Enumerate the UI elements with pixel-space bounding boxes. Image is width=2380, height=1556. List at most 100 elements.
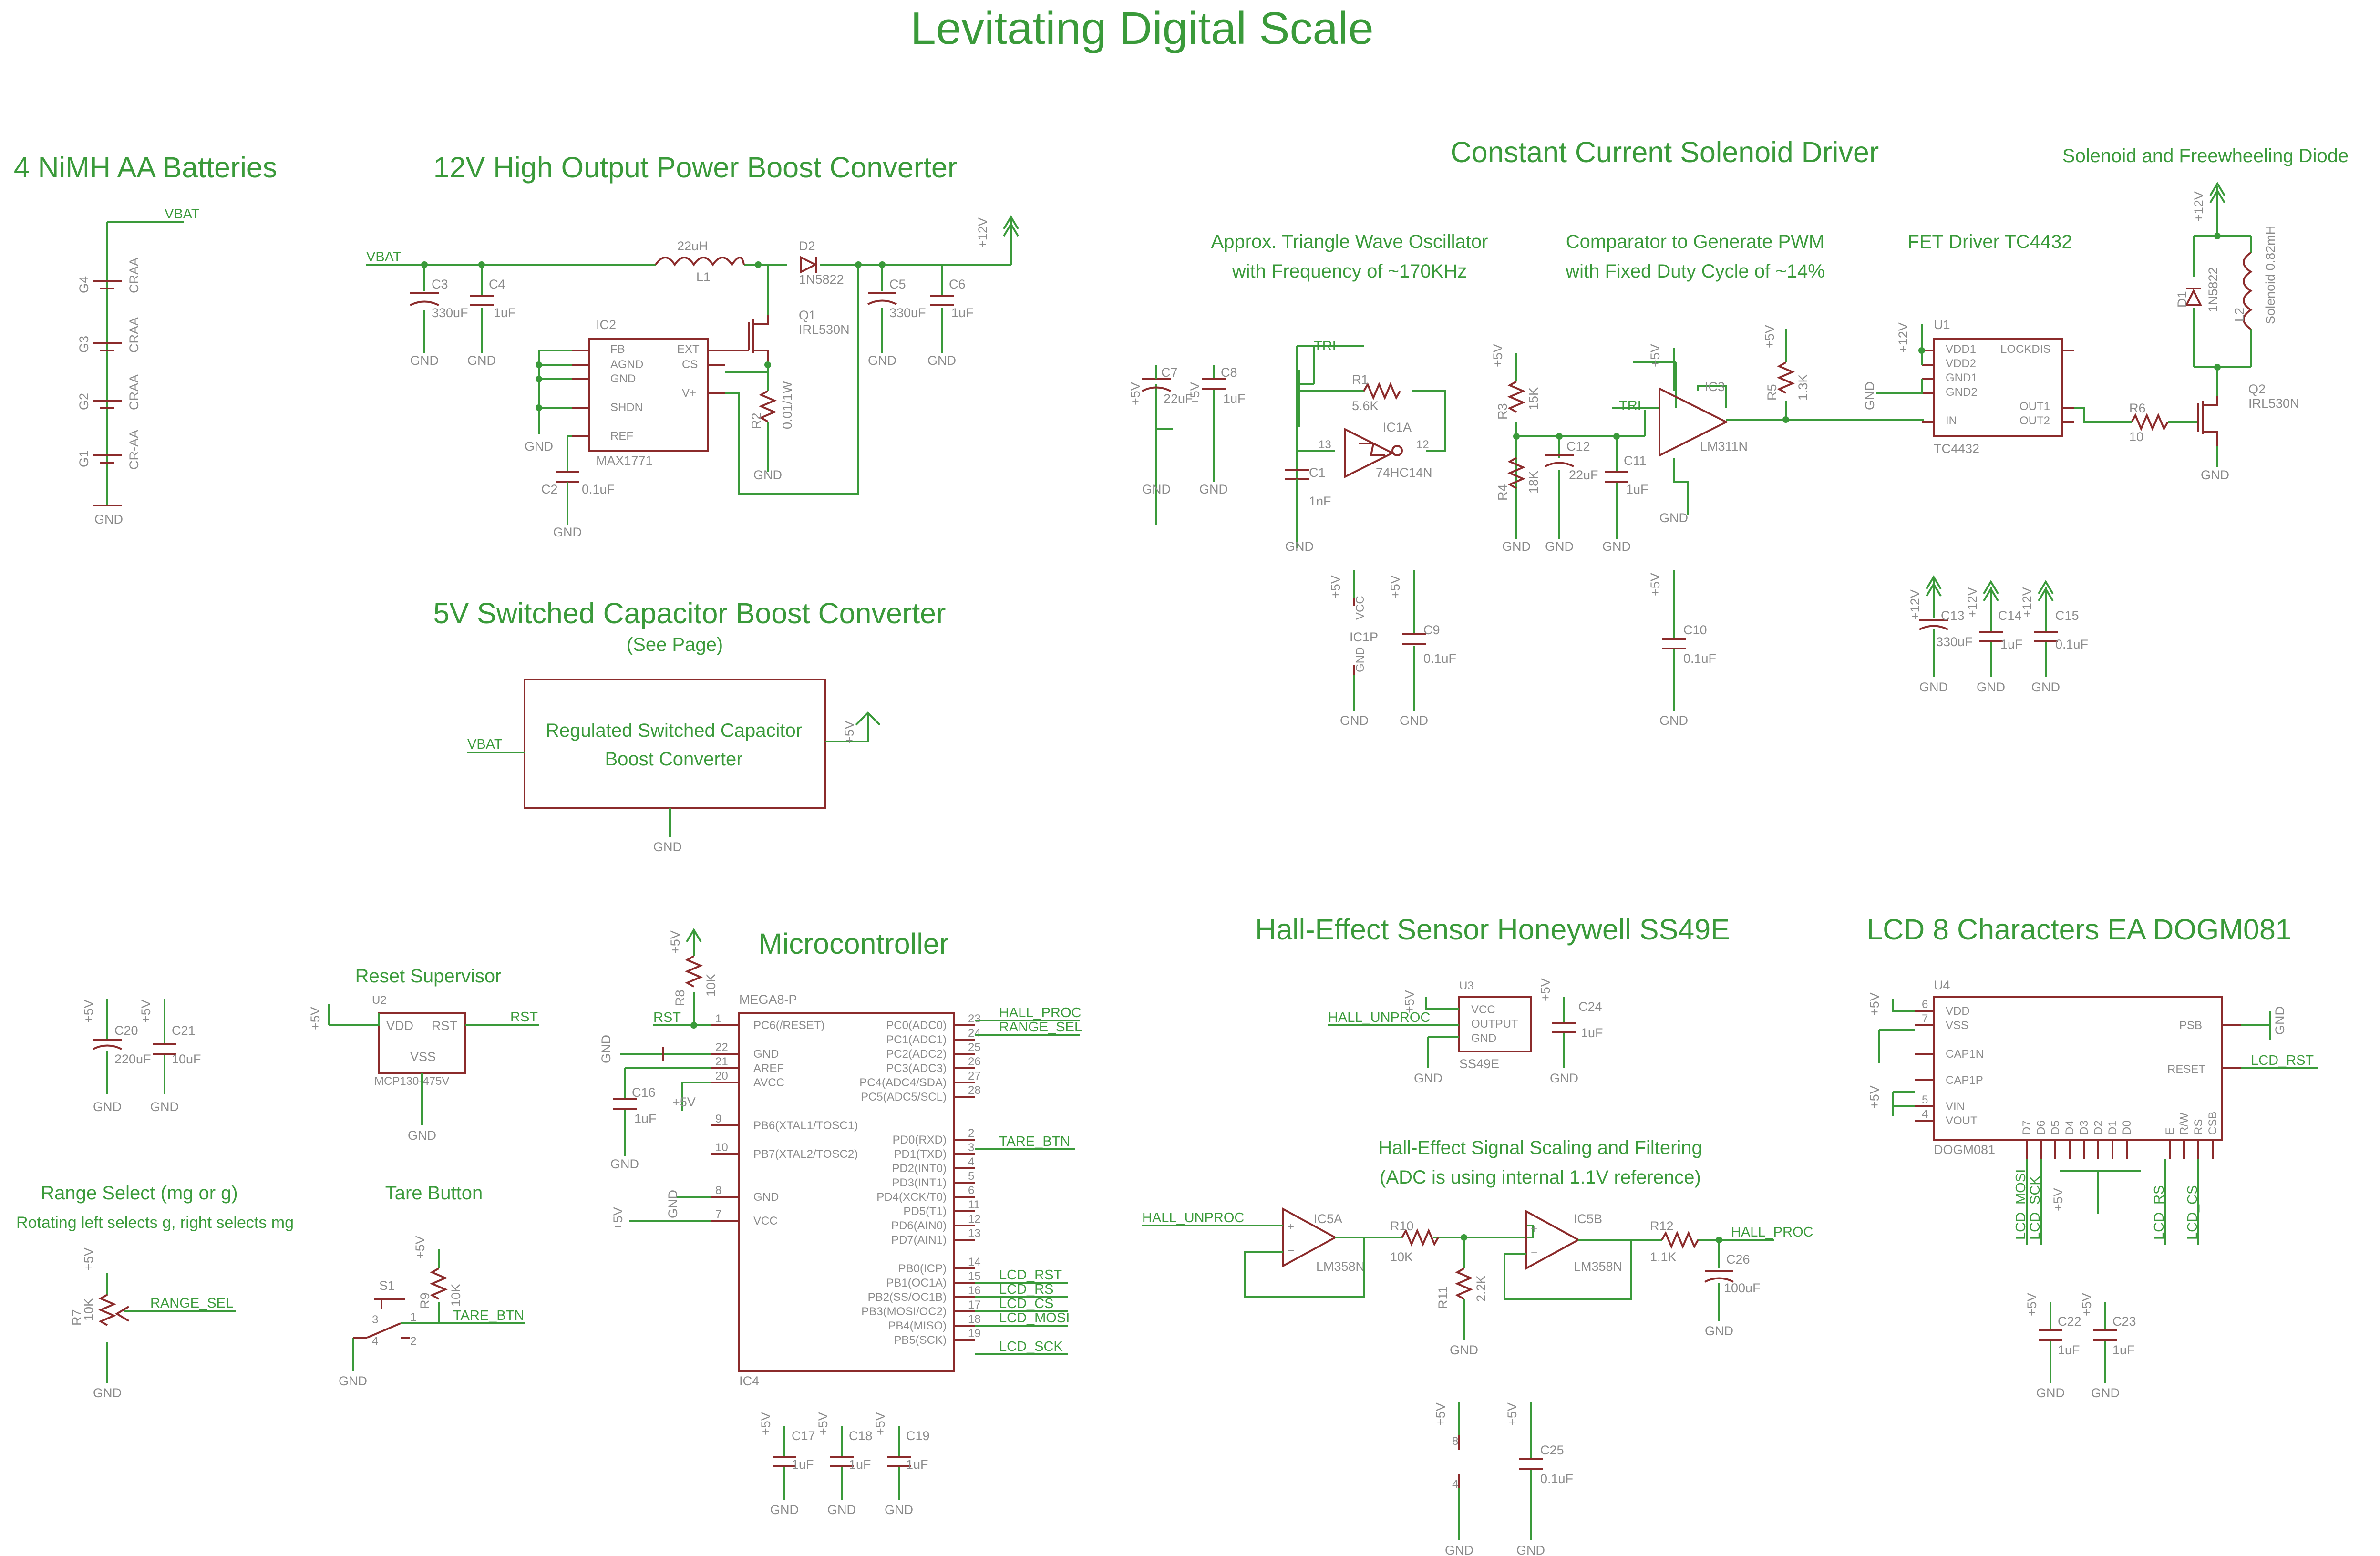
mega-right-pin: PC2(ADC2) xyxy=(886,1048,947,1061)
gnd-mega-8: GND xyxy=(666,1190,680,1218)
net-lcd-mosi-lcd: LCD_MOSI xyxy=(2013,1169,2029,1240)
d2-ref: D2 xyxy=(799,239,815,253)
lcd-left-pin: VOUT xyxy=(1946,1114,1978,1127)
mega-right-pin: PD3(INT1) xyxy=(892,1176,947,1189)
mega-right-pin: PD7(AIN1) xyxy=(891,1234,947,1247)
u1-ref: U1 xyxy=(1934,318,1950,332)
c23-val: 1uF xyxy=(2112,1343,2135,1357)
r3-ref: R3 xyxy=(1495,403,1510,420)
hall-sensor: U3 SS49E VCC OUTPUT GND +5V HALL_UNPROC … xyxy=(1142,978,1813,1556)
lcd-bottom-pin: D5 xyxy=(2049,1120,2062,1135)
gnd-c18: GND xyxy=(827,1503,856,1517)
mega-right-pin: PD2(INT0) xyxy=(892,1162,947,1175)
v5-avcc: +5V xyxy=(672,1095,696,1109)
heading-reset: Reset Supervisor xyxy=(355,966,502,987)
c15-ref: C15 xyxy=(2055,608,2079,623)
mega-right-pin-num: 28 xyxy=(968,1084,981,1097)
c11-val: 1uF xyxy=(1626,482,1648,496)
net-lcd-mosi-mcu: LCD_MOSI xyxy=(999,1310,1070,1326)
lcd-bottom-pin: D0 xyxy=(2121,1120,2133,1135)
ic1a-val: 74HC14N xyxy=(1376,465,1432,480)
c13-ref: C13 xyxy=(1941,608,1965,623)
mega-left-pin: PB7(XTAL2/TOSC2) xyxy=(753,1148,858,1161)
c9-val: 0.1uF xyxy=(1423,651,1456,666)
boost5-block-line1: Regulated Switched Capacitor xyxy=(546,720,802,741)
mega-right-pin-num: 23 xyxy=(968,1012,981,1025)
gnd-c22: GND xyxy=(2036,1386,2065,1400)
ic2-pin-gnd: GND xyxy=(610,372,636,385)
c1-ref: C1 xyxy=(1309,465,1326,480)
c21-ref: C21 xyxy=(172,1023,196,1038)
u1-val: TC4432 xyxy=(1934,442,1979,456)
r7-val: 10K xyxy=(82,1298,96,1321)
ic2-pin-ext: EXT xyxy=(677,343,700,356)
c2-ref: C2 xyxy=(541,482,558,496)
gnd-batt: GND xyxy=(94,512,123,526)
mega-right-pin-num: 3 xyxy=(968,1141,974,1154)
v5-c18: +5V xyxy=(816,1412,830,1435)
ic5a-val: LM358N xyxy=(1316,1259,1365,1274)
c5-ref: C5 xyxy=(889,277,906,291)
r12-val: 1.1K xyxy=(1650,1250,1677,1264)
v5-ic1p: +5V xyxy=(1329,575,1343,598)
heading-batteries: 4 NiMH AA Batteries xyxy=(14,151,278,184)
mega-right-pin-num: 26 xyxy=(968,1055,981,1068)
mega-right-pin-num: 5 xyxy=(968,1170,974,1183)
d1-ref: D1 xyxy=(2175,291,2189,308)
c7-val: 22uF xyxy=(1164,392,1193,406)
ic2-pin-agnd: AGND xyxy=(610,358,643,371)
mega-right-pin: PC1(ADC1) xyxy=(886,1033,947,1046)
net-vbat-boost: VBAT xyxy=(366,249,402,265)
ic1a-pin13: 13 xyxy=(1319,438,1331,451)
gnd-r11: GND xyxy=(1450,1343,1478,1357)
mega-right-pin-num: 11 xyxy=(968,1198,980,1211)
ic5-pin8: 8 xyxy=(1452,1435,1458,1448)
lcd-left-pin: VIN xyxy=(1946,1100,1965,1113)
comp-note-2: with Fixed Duty Cycle of ~14% xyxy=(1565,261,1825,282)
heading-driver: Constant Current Solenoid Driver xyxy=(1451,136,1879,168)
gnd-c26: GND xyxy=(1705,1324,1733,1338)
u3-val: SS49E xyxy=(1459,1057,1499,1071)
lcd-left-pin-num: 7 xyxy=(1922,1012,1928,1025)
lcd-bottom-pin: D6 xyxy=(2035,1120,2048,1135)
lcd-left-pin: CAP1N xyxy=(1946,1048,1984,1061)
v12-boost: +12V xyxy=(976,217,990,248)
gnd-c11: GND xyxy=(1602,539,1631,554)
v5-u2: +5V xyxy=(308,1007,322,1030)
r12-ref: R12 xyxy=(1650,1219,1674,1233)
ic2-pin-ref: REF xyxy=(610,430,633,443)
gnd-c7: GND xyxy=(1142,482,1171,496)
net-lcd-rs-mcu: LCD_RS xyxy=(999,1282,1053,1297)
u2-pin-vdd: VDD xyxy=(386,1019,413,1033)
ic3-ref: IC3 xyxy=(1705,380,1725,394)
gnd-c16: GND xyxy=(610,1157,639,1171)
u1-pin-vdd1: VDD1 xyxy=(1946,343,1976,356)
gnd-ic3: GND xyxy=(1659,511,1688,525)
net-lcd-cs-lcd: LCD_CS xyxy=(2185,1185,2200,1240)
q2-ref: IRL530N xyxy=(2248,396,2299,411)
r10-ref: R10 xyxy=(1390,1219,1414,1233)
boost5-block-line2: Boost Converter xyxy=(605,749,742,770)
r1-ref: R1 xyxy=(1352,372,1369,387)
v5-c23: +5V xyxy=(2080,1293,2094,1316)
c12-ref: C12 xyxy=(1566,439,1590,453)
gnd-ic5: GND xyxy=(1445,1543,1473,1556)
c3-val: 330uF xyxy=(432,306,468,320)
c19-val: 1uF xyxy=(906,1457,928,1472)
c18-val: 1uF xyxy=(849,1457,871,1472)
mega-right-pin: PB3(MOSI/OC2) xyxy=(861,1305,947,1318)
lcd-bottom-pin: D7 xyxy=(2020,1120,2033,1135)
boost5-note: (See Page) xyxy=(627,634,723,655)
net-range-sel-mcu: RANGE_SEL xyxy=(999,1020,1082,1035)
gnd-c19: GND xyxy=(885,1503,913,1517)
mega-right-pin: PD0(RXD) xyxy=(893,1134,947,1146)
l2-ref: L2 xyxy=(2232,308,2246,322)
c18-ref: C18 xyxy=(849,1429,873,1443)
batt-g3-val: CRAA xyxy=(127,317,141,353)
gnd-c17: GND xyxy=(770,1503,799,1517)
c24-ref: C24 xyxy=(1578,1000,1602,1014)
v5-c21: +5V xyxy=(139,1000,153,1023)
batt-g1: G1 xyxy=(77,450,91,467)
net-hall-proc-mcu: HALL_PROC xyxy=(999,1005,1081,1020)
v5-c25: +5V xyxy=(1505,1402,1519,1426)
